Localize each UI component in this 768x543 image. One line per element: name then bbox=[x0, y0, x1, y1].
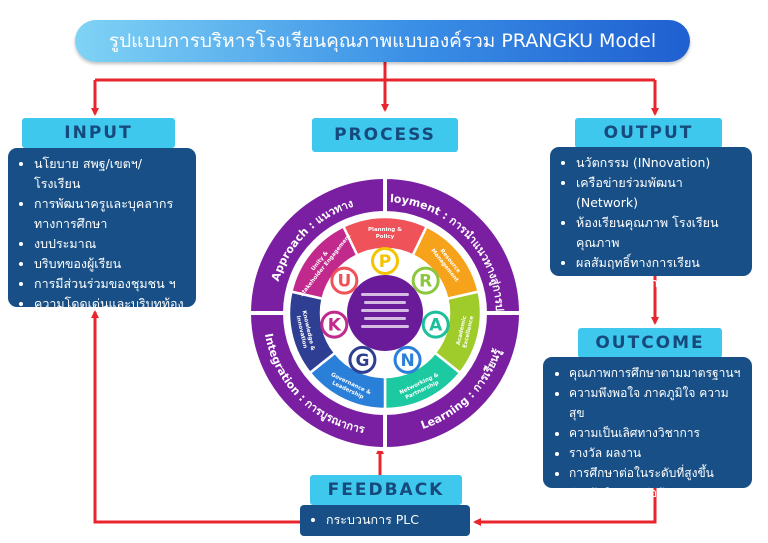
input-item: งบประมาณ bbox=[34, 234, 188, 254]
center-text-line bbox=[361, 325, 409, 328]
letter-r: R bbox=[419, 272, 432, 292]
arrow-outcome-to-feedback bbox=[473, 488, 657, 526]
page-title: รูปแบบการบริหารโรงเรียนคุณภาพแบบองค์รวม … bbox=[75, 20, 690, 62]
letter-k: K bbox=[328, 316, 342, 336]
feedback-box: กระบวนการ PLC bbox=[300, 505, 470, 536]
outcome-item: ความเป็นเลิศทางวิชาการ bbox=[569, 423, 744, 443]
input-header: INPUT bbox=[22, 118, 175, 148]
letter-g: G bbox=[355, 351, 369, 371]
output-item: ผลสัมฤทธิ์ทางการเรียน (Achievement) bbox=[576, 253, 744, 293]
outcome-item: คุณภาพการศึกษาตามมาตรฐานฯ bbox=[569, 363, 744, 383]
outer-ring-segment bbox=[246, 311, 387, 452]
letter-circle-u bbox=[330, 266, 359, 295]
input-item: นโยบาย สพฐ/เขตฯ/โรงเรียน bbox=[34, 154, 188, 194]
outcome-header: OUTCOME bbox=[578, 328, 722, 358]
letter-circle-r bbox=[411, 266, 440, 295]
outcome-item: รางวัล ผลงาน bbox=[569, 443, 744, 463]
center-text-line bbox=[361, 293, 409, 296]
center-text-line bbox=[364, 317, 406, 320]
segment-label-line: Policy bbox=[376, 234, 395, 240]
output-box: นวัตกรรม (INnovation) เครือข่ายร่วมพัฒนา… bbox=[550, 147, 752, 290]
wheel-center bbox=[347, 275, 423, 351]
center-text-line bbox=[364, 301, 406, 304]
feedback-item: กระบวนการ PLC bbox=[326, 510, 462, 530]
letter-n: N bbox=[400, 351, 414, 371]
letter-u: U bbox=[337, 272, 351, 292]
outcome-item: ความพึงพอใจ ภาคภูมิใจ ความสุข bbox=[569, 383, 744, 423]
arrow-feedback-to-input bbox=[91, 310, 300, 524]
outcome-box: คุณภาพการศึกษาตามมาตรฐานฯ ความพึงพอใจ ภา… bbox=[543, 357, 752, 500]
process-header: PROCESS bbox=[312, 118, 458, 152]
prangku-wheel: Approach : แนวทางDeployment : การนำแนวทา… bbox=[245, 173, 524, 452]
input-item: การพัฒนาครูและบุคลากรทางการศึกษา bbox=[34, 194, 188, 234]
segment-u bbox=[289, 224, 359, 301]
segment-label: Planning &Policy bbox=[368, 227, 402, 240]
outcome-item: ร่วมรับผิดชอบต่อสังคม bbox=[569, 483, 744, 503]
letter-circle-g bbox=[348, 345, 377, 374]
output-item: นวัตกรรม (INnovation) bbox=[576, 153, 744, 173]
output-item: เครือข่ายร่วมพัฒนา (Network) bbox=[576, 173, 744, 213]
input-item: บริบทของผู้เรียน bbox=[34, 254, 188, 274]
letter-circle-n bbox=[393, 345, 422, 374]
input-item: การมีส่วนร่วมของชุมชน ฯ bbox=[34, 274, 188, 294]
letter-circle-a bbox=[421, 310, 450, 339]
letter-circle-k bbox=[320, 310, 349, 339]
letter-a: A bbox=[429, 316, 443, 336]
output-header: OUTPUT bbox=[575, 118, 722, 148]
letter-p: P bbox=[379, 252, 391, 272]
outcome-item: การศึกษาต่อในระดับที่สูงขึ้น bbox=[569, 463, 744, 483]
letter-circle-p bbox=[371, 247, 399, 275]
output-item: ห้องเรียนคุณภาพ โรงเรียนคุณภาพ bbox=[576, 213, 744, 253]
center-text-line bbox=[361, 309, 409, 312]
input-box: นโยบาย สพฐ/เขตฯ/โรงเรียน การพัฒนาครูและบ… bbox=[8, 148, 196, 331]
feedback-header: FEEDBACK bbox=[310, 475, 462, 505]
input-item: ความโดดเด่นและบริบทท้องถิ่น bbox=[34, 294, 188, 334]
segment-label-line: Planning & bbox=[368, 227, 402, 233]
